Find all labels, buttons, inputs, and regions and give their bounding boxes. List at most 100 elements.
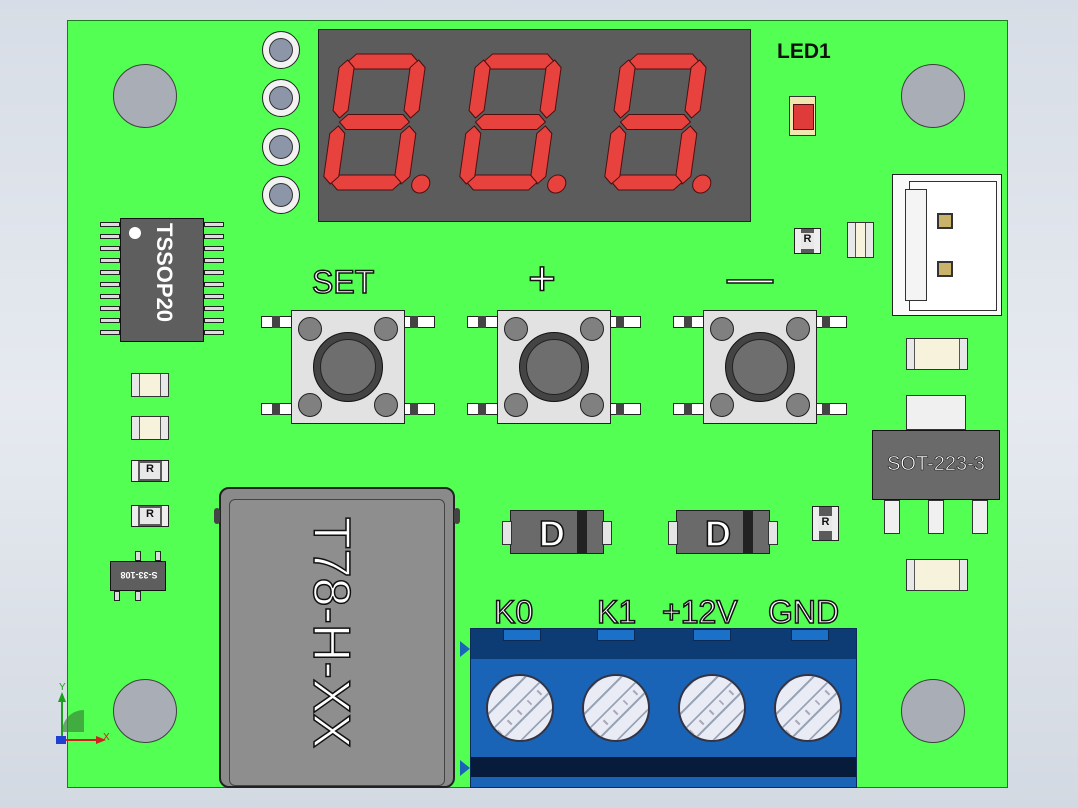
button-leg	[399, 403, 435, 415]
capacitor-c1	[131, 373, 169, 397]
terminal-label-k1: K1	[596, 593, 637, 631]
segment-f	[332, 59, 355, 119]
axis-y-label: Y	[59, 682, 66, 693]
segment-c	[530, 125, 553, 185]
tssop20-pin	[204, 222, 224, 227]
digit-1	[323, 53, 431, 194]
sot223-pin	[884, 500, 900, 534]
resistor-r4: R	[812, 506, 839, 541]
button-leg	[605, 316, 641, 328]
seven-segment-display	[318, 29, 751, 222]
button-corner-post	[786, 393, 810, 417]
segment-d	[466, 174, 538, 191]
segment-dp	[411, 174, 431, 194]
terminal-arrow-icon	[460, 641, 470, 657]
segment-b	[539, 59, 562, 119]
tssop20-chip: TSSOP20	[120, 218, 204, 342]
diode-d2-label: D	[704, 512, 732, 555]
plus-button-cap[interactable]	[519, 332, 589, 402]
tssop20-pin	[204, 306, 224, 311]
plus-button-label: +	[527, 252, 557, 307]
pin1-marker-icon	[129, 227, 141, 239]
segment-d	[330, 174, 402, 191]
button-leg	[673, 403, 709, 415]
plus-button[interactable]	[497, 310, 611, 424]
diode-d1-label: D	[538, 512, 566, 555]
terminal-screw-12v[interactable]	[678, 674, 746, 742]
mounting-hole-bottom-left	[113, 679, 177, 743]
segment-e	[604, 125, 627, 185]
diode-d2: D	[668, 510, 778, 555]
segment-f	[613, 59, 636, 119]
tssop20-pin	[204, 294, 224, 299]
sot23-chip: S-33-108	[110, 561, 166, 591]
tssop20-pin	[100, 294, 120, 299]
button-corner-post	[710, 393, 734, 417]
minus-button-label: —	[726, 250, 774, 304]
header-pin-4	[262, 176, 300, 214]
header-pin-2	[262, 79, 300, 117]
sot23-pin	[135, 591, 141, 601]
terminal-screw-k0[interactable]	[486, 674, 554, 742]
tssop20-pin	[100, 222, 120, 227]
segment-d	[611, 174, 683, 191]
segment-c	[675, 125, 698, 185]
button-corner-post	[298, 393, 322, 417]
segment-g	[474, 114, 547, 130]
relay-pin	[454, 508, 460, 524]
terminal-label-gnd: GND	[767, 593, 840, 631]
capacitor-c4	[906, 338, 968, 370]
segment-dp	[692, 174, 712, 194]
sot23-pin	[114, 591, 120, 601]
header-pin-3	[262, 128, 300, 166]
button-corner-post	[504, 317, 528, 341]
resistor-r1: R	[131, 460, 169, 482]
tssop20-pin	[204, 234, 224, 239]
tssop20-pin	[100, 258, 120, 263]
segment-e	[323, 125, 346, 185]
set-button-cap[interactable]	[313, 332, 383, 402]
mounting-hole-top-left	[113, 64, 177, 128]
button-leg	[467, 316, 503, 328]
terminal-screw-k1[interactable]	[582, 674, 650, 742]
seven-segment-digits	[323, 53, 712, 194]
button-leg	[467, 403, 503, 415]
tssop20-pin	[100, 306, 120, 311]
terminal-arrow-icon	[460, 760, 470, 776]
segment-a	[628, 53, 700, 70]
tssop20-pin	[204, 318, 224, 323]
set-button-label: SET	[311, 263, 375, 301]
tssop20-pin	[100, 246, 120, 251]
button-leg	[261, 316, 297, 328]
segment-c	[394, 125, 417, 185]
minus-button[interactable]	[703, 310, 817, 424]
tssop20-pin	[204, 246, 224, 251]
tssop20-pin	[204, 258, 224, 263]
capacitor-c2	[131, 416, 169, 440]
mounting-hole-top-right	[901, 64, 965, 128]
sot23-pin	[135, 551, 141, 561]
mounting-hole-bottom-right	[901, 679, 965, 743]
screw-terminal-block	[470, 628, 857, 788]
relay: T78-H-XX	[219, 487, 455, 788]
tssop20-pin	[204, 330, 224, 335]
button-corner-post	[374, 393, 398, 417]
segment-dp	[547, 174, 567, 194]
button-corner-post	[298, 317, 322, 341]
tssop20-pin	[100, 282, 120, 287]
cathode-band-icon	[743, 511, 753, 553]
segment-b	[403, 59, 426, 119]
led1-indicator	[789, 96, 816, 136]
capacitor-c5	[906, 559, 968, 591]
resistor-r3: R	[794, 228, 821, 254]
sot23-label: S-33-108	[120, 570, 158, 580]
tssop20-pin	[100, 270, 120, 275]
set-button[interactable]	[291, 310, 405, 424]
axis-triad-icon: Y X	[52, 682, 112, 748]
minus-button-cap[interactable]	[725, 332, 795, 402]
button-corner-post	[374, 317, 398, 341]
segment-g	[338, 114, 411, 130]
relay-pin	[214, 508, 220, 524]
terminal-screw-gnd[interactable]	[774, 674, 842, 742]
diode-d1: D	[502, 510, 612, 555]
